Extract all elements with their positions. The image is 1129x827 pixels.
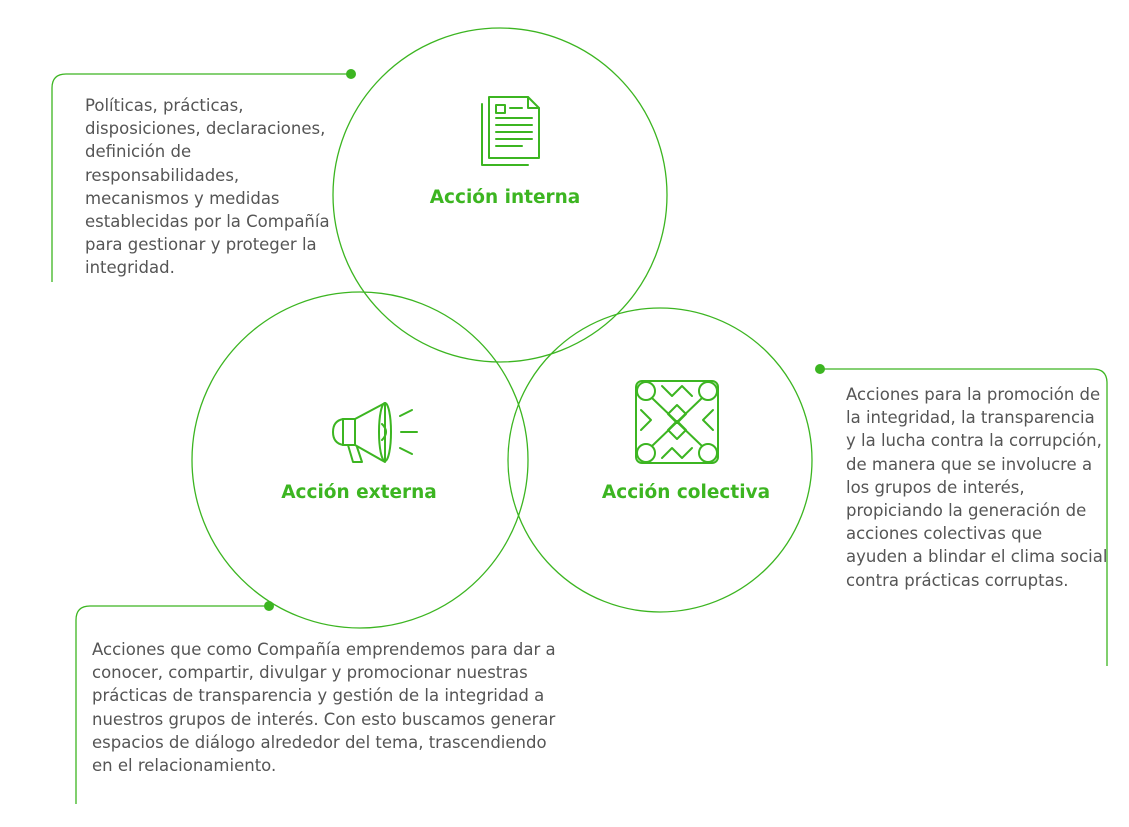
- title-colectiva: Acción colectiva: [601, 482, 771, 503]
- document-icon: [481, 96, 540, 166]
- description-externa: Acciones que como Compañía emprendemos p…: [92, 640, 556, 776]
- title-externa: Acción externa: [281, 482, 437, 503]
- connector-dot-interna: [346, 69, 356, 79]
- connector-dot-colectiva: [815, 364, 825, 374]
- connector-colectiva: [820, 368, 1108, 666]
- circle-colectiva: [507, 307, 813, 613]
- circle-externa: [191, 291, 529, 629]
- connector-externa: [75, 605, 269, 804]
- megaphone-icon: [332, 402, 418, 463]
- description-colectiva: Acciones para la promoción de la integri…: [846, 385, 1108, 590]
- connector-interna: [51, 73, 351, 282]
- connector-dot-externa: [264, 601, 274, 611]
- description-interna: Políticas, prácticas, disposiciones, dec…: [85, 96, 330, 278]
- circle-interna: [332, 27, 668, 363]
- teamwork-icon: [635, 380, 719, 464]
- title-interna: Acción interna: [429, 187, 581, 208]
